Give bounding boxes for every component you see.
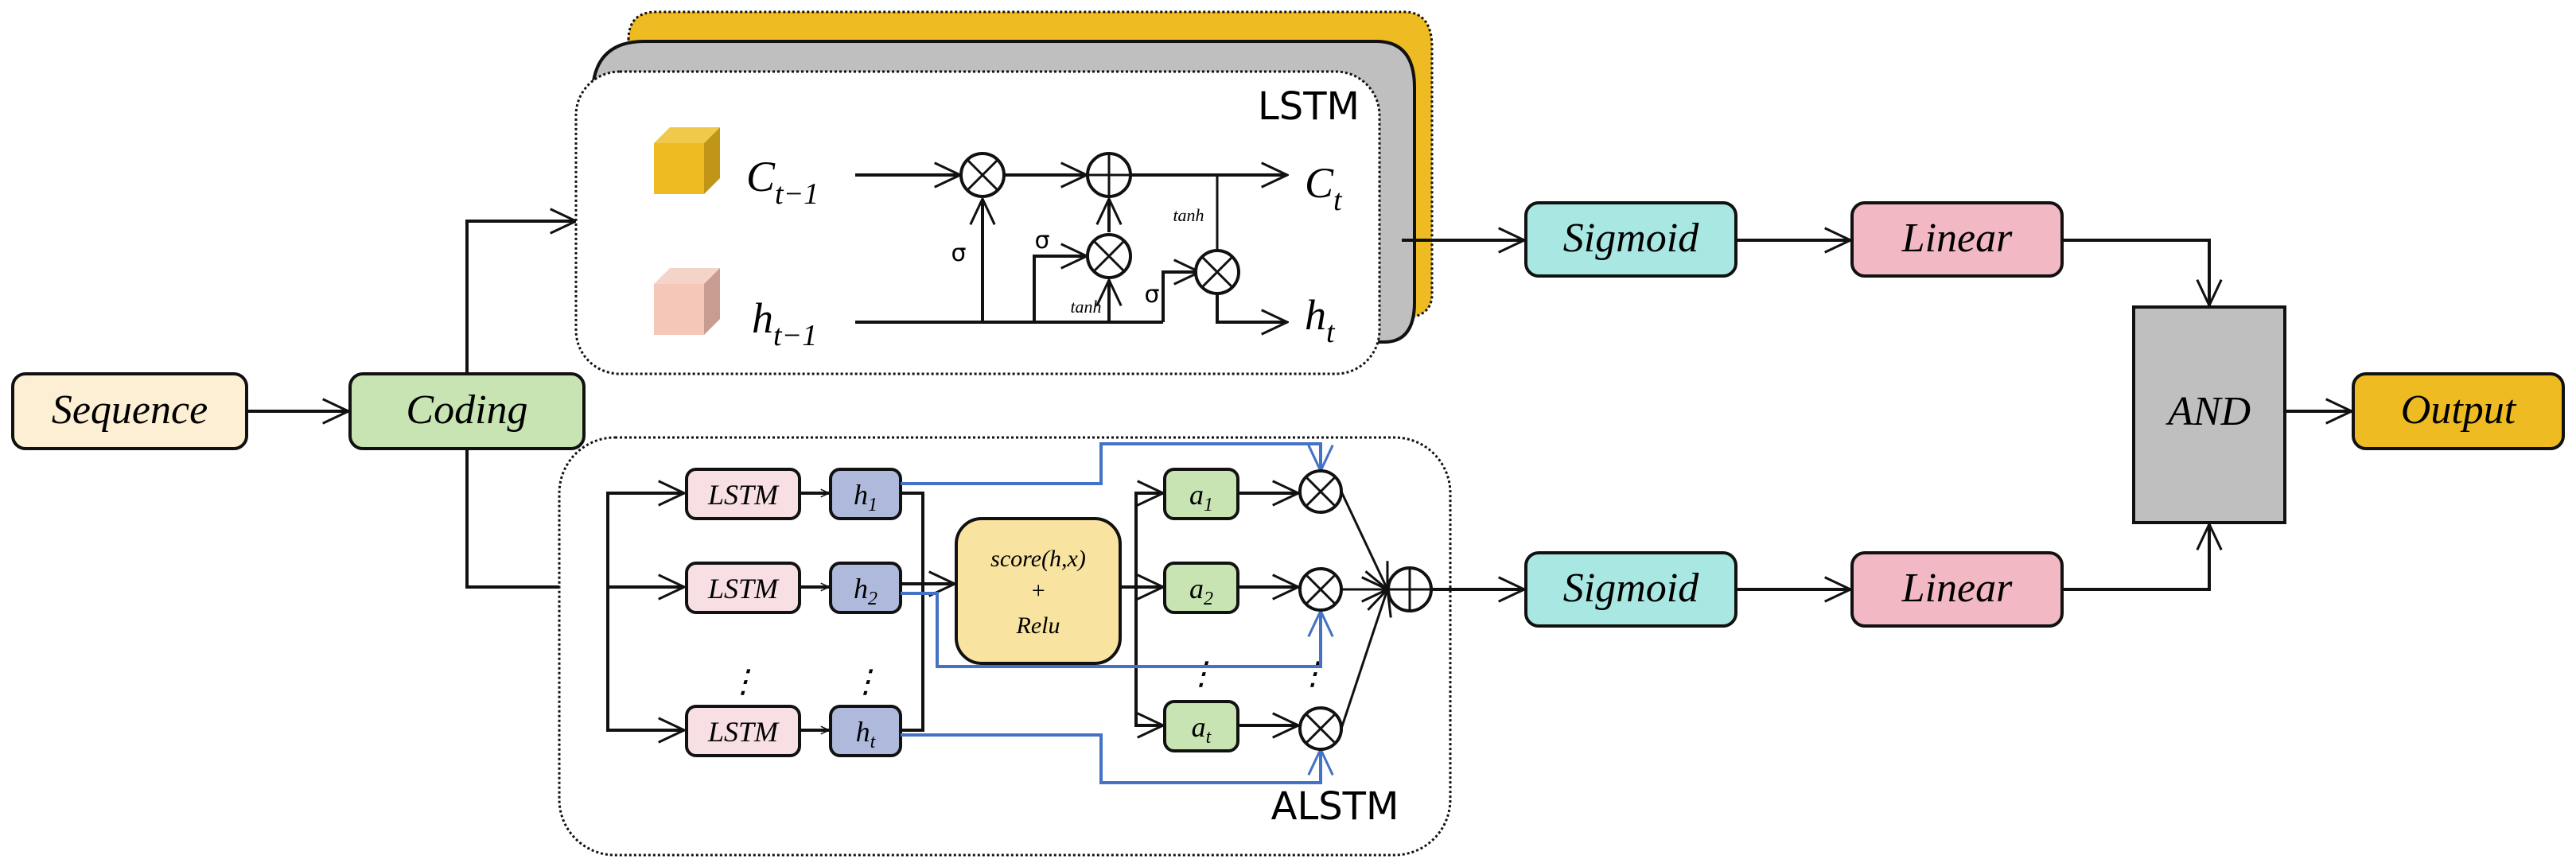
hidden-state-2: h2: [829, 562, 902, 614]
hidden-out-label: ht: [1305, 291, 1336, 349]
hidden-state-1: h1: [829, 468, 902, 520]
svg-text:LSTM: LSTM: [707, 716, 780, 748]
svg-text:ht: ht: [856, 716, 877, 752]
linear-top-node: Linear: [1850, 201, 2064, 278]
cell-tanh-label: tanh: [1173, 205, 1204, 225]
sigmoid-bottom-node: Sigmoid: [1524, 551, 1737, 628]
sigmoid-top-node: Sigmoid: [1524, 201, 1737, 278]
lstm-ellipsis: ⋮: [727, 663, 759, 699]
svg-text:AND: AND: [2165, 389, 2251, 434]
svg-text:Sigmoid: Sigmoid: [1563, 216, 1699, 261]
input-multiply-icon: [1086, 233, 1132, 279]
lstm-cell-wiring: [855, 175, 1287, 322]
svg-text:at: at: [1192, 711, 1212, 748]
and-node: AND: [2132, 305, 2286, 524]
cell-add-icon: [1086, 152, 1132, 198]
alstm-lstm-cell-1: LSTM: [685, 468, 801, 520]
coding-node: Coding: [348, 372, 586, 450]
attention-sum-icon: [1387, 566, 1433, 612]
svg-text:Sigmoid: Sigmoid: [1563, 566, 1699, 611]
svg-text:Linear: Linear: [1901, 566, 2013, 611]
coding-label: Coding: [406, 387, 527, 433]
cell-out-label: Ct: [1305, 159, 1343, 217]
alstm-lstm-cell-2: LSTM: [685, 562, 801, 614]
cell-prev-label: Ct−1: [746, 153, 819, 211]
svg-text:LSTM: LSTM: [707, 479, 780, 511]
svg-text:a1: a1: [1189, 479, 1213, 515]
hidden-state-cube-icon: [654, 268, 720, 335]
attention-weight-2: a2: [1163, 562, 1239, 614]
hidden-ellipsis: ⋮: [850, 663, 881, 699]
svg-text:+: +: [1030, 577, 1046, 604]
alstm-lstm-cell-t: LSTM: [685, 705, 801, 757]
svg-text:Relu: Relu: [1016, 612, 1060, 639]
linear-bottom-node: Linear: [1850, 551, 2064, 628]
attention-weight-t: at: [1163, 700, 1239, 752]
svg-text:a2: a2: [1189, 573, 1213, 609]
candidate-tanh-label: tanh: [1070, 297, 1101, 317]
forget-multiply-icon: [959, 152, 1006, 198]
output-multiply-icon: [1194, 249, 1240, 295]
hidden-to-score-wiring: [901, 492, 955, 732]
weighted-multiply-1-icon: [1298, 469, 1343, 514]
edge-linear-and-top: [2062, 239, 2209, 305]
multiply-ellipsis: ⋮: [1297, 655, 1329, 691]
sequence-label: Sequence: [52, 387, 208, 433]
attention-ellipsis: ⋮: [1185, 655, 1217, 691]
hidden-prev-label: ht−1: [752, 294, 817, 352]
hidden-state-t: ht: [829, 705, 902, 757]
weighted-multiply-2-icon: [1298, 567, 1343, 612]
score-to-attention-wiring: [1120, 493, 1163, 725]
hidden-skip-connections: [901, 442, 1321, 784]
output-gate-label: σ: [1144, 281, 1159, 309]
svg-text:Linear: Linear: [1901, 216, 2013, 261]
score-relu-node: score(h,x) + Relu: [955, 517, 1122, 665]
svg-text:score(h,x): score(h,x): [990, 546, 1086, 572]
attention-weight-1: a1: [1163, 468, 1239, 520]
sequence-node: Sequence: [11, 372, 248, 450]
svg-text:LSTM: LSTM: [707, 573, 780, 605]
edge-coding-lstm: [465, 221, 576, 374]
cell-state-cube-icon: [654, 127, 720, 194]
sum-wiring: [1340, 491, 1387, 729]
forget-gate-label: σ: [951, 239, 966, 267]
alstm-input-fanout: [606, 493, 684, 730]
svg-text:h1: h1: [854, 479, 877, 515]
svg-text:Output: Output: [2401, 387, 2517, 433]
svg-text:h2: h2: [854, 573, 877, 609]
output-node: Output: [2352, 372, 2565, 450]
weighted-multiply-t-icon: [1298, 706, 1343, 751]
lstm-panel-title: LSTM: [1258, 84, 1360, 129]
edge-linear-and-bottom: [2062, 524, 2209, 591]
input-gate-label: σ: [1034, 227, 1049, 255]
alstm-panel-title: ALSTM: [1271, 784, 1399, 829]
